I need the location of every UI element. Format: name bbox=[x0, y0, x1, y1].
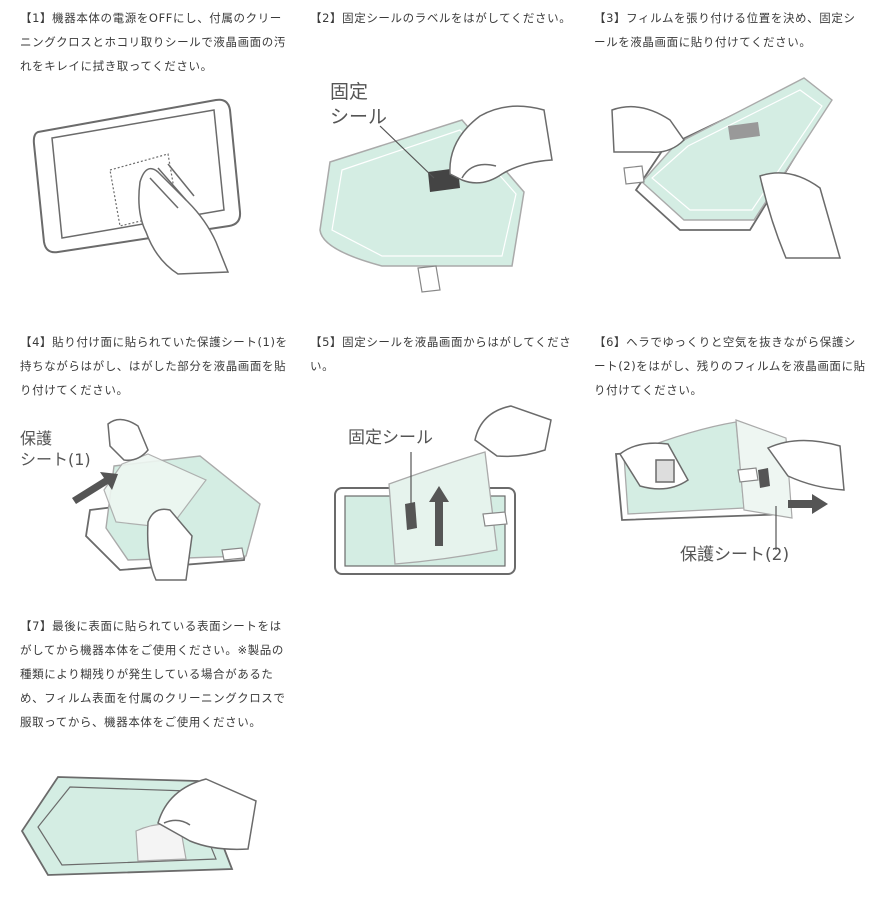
peel-direction-arrow-icon bbox=[72, 472, 118, 504]
step-6-callout: 保護シート(2) bbox=[680, 545, 790, 565]
step-3-illustration bbox=[610, 70, 860, 260]
step-2-illustration bbox=[312, 70, 562, 295]
step-5: 【5】固定シールを液晶画面からはがしてください。 bbox=[310, 330, 582, 378]
step-5-text: 【5】固定シールを液晶画面からはがしてください。 bbox=[310, 335, 572, 373]
hand-icon bbox=[138, 163, 230, 275]
step-7-illustration bbox=[18, 765, 263, 885]
fixing-seal-label-icon bbox=[417, 265, 441, 293]
fixing-seal-label-icon bbox=[623, 165, 645, 185]
step-1: 【1】機器本体の電源をOFFにし、付属のクリーニングクロスとホコリ取りシールで液… bbox=[20, 6, 292, 78]
hand-icon bbox=[107, 418, 193, 581]
step-4: 【4】貼り付け面に貼られていた保護シート(1)を持ちながらはがし、はがした部分を… bbox=[20, 330, 292, 402]
step-3: 【3】フィルムを張り付ける位置を決め、固定シールを液晶画面に貼り付けてください。 bbox=[594, 6, 866, 54]
hand-icon bbox=[474, 405, 552, 458]
film-tab-icon bbox=[221, 547, 245, 561]
step-7: 【7】最後に表面に貼られている表面シートをはがしてから機器本体をご使用ください。… bbox=[20, 614, 292, 734]
right-hand-icon bbox=[759, 172, 841, 259]
right-hand-icon bbox=[766, 439, 845, 491]
move-direction-arrow-icon bbox=[788, 494, 828, 514]
left-hand-icon bbox=[611, 105, 685, 153]
fixing-seal-icon bbox=[405, 502, 417, 530]
step-6: 【6】ヘラでゆっくりと空気を抜きながら保護シート(2)をはがし、残りのフィルムを… bbox=[594, 330, 866, 402]
step-2-callout: 固定 シール bbox=[330, 81, 388, 128]
step-6-illustration bbox=[608, 410, 858, 550]
film-tab-icon bbox=[737, 467, 759, 483]
step-2: 【2】固定シールのラベルをはがしてください。 bbox=[310, 6, 582, 30]
fixing-seal-icon bbox=[758, 468, 770, 488]
step-3-text: 【3】フィルムを張り付ける位置を決め、固定シールを液晶画面に貼り付けてください。 bbox=[594, 11, 856, 49]
step-4-callout: 保護 シート(1) bbox=[20, 429, 91, 469]
step-5-illustration bbox=[325, 400, 560, 580]
step-4-illustration bbox=[20, 410, 275, 585]
callout-line bbox=[379, 125, 435, 179]
left-hand-icon bbox=[619, 442, 689, 490]
step-6-text: 【6】ヘラでゆっくりと空気を抜きながら保護シート(2)をはがし、残りのフィルムを… bbox=[594, 335, 866, 397]
step-4-text: 【4】貼り付け面に貼られていた保護シート(1)を持ちながらはがし、はがした部分を… bbox=[20, 335, 288, 397]
step-1-illustration bbox=[28, 92, 268, 277]
step-1-text: 【1】機器本体の電源をOFFにし、付属のクリーニングクロスとホコリ取りシールで液… bbox=[20, 11, 286, 73]
step-5-callout: 固定シール bbox=[348, 428, 433, 448]
step-7-text: 【7】最後に表面に貼られている表面シートをはがしてから機器本体をご使用ください。… bbox=[20, 619, 286, 729]
hand-icon bbox=[449, 105, 553, 184]
fixing-seal-icon bbox=[728, 122, 760, 140]
hand-icon bbox=[157, 778, 257, 851]
lift-direction-arrow-icon bbox=[429, 486, 449, 546]
film-tab-icon bbox=[482, 511, 508, 527]
step-2-text: 【2】固定シールのラベルをはがしてください。 bbox=[310, 11, 572, 25]
